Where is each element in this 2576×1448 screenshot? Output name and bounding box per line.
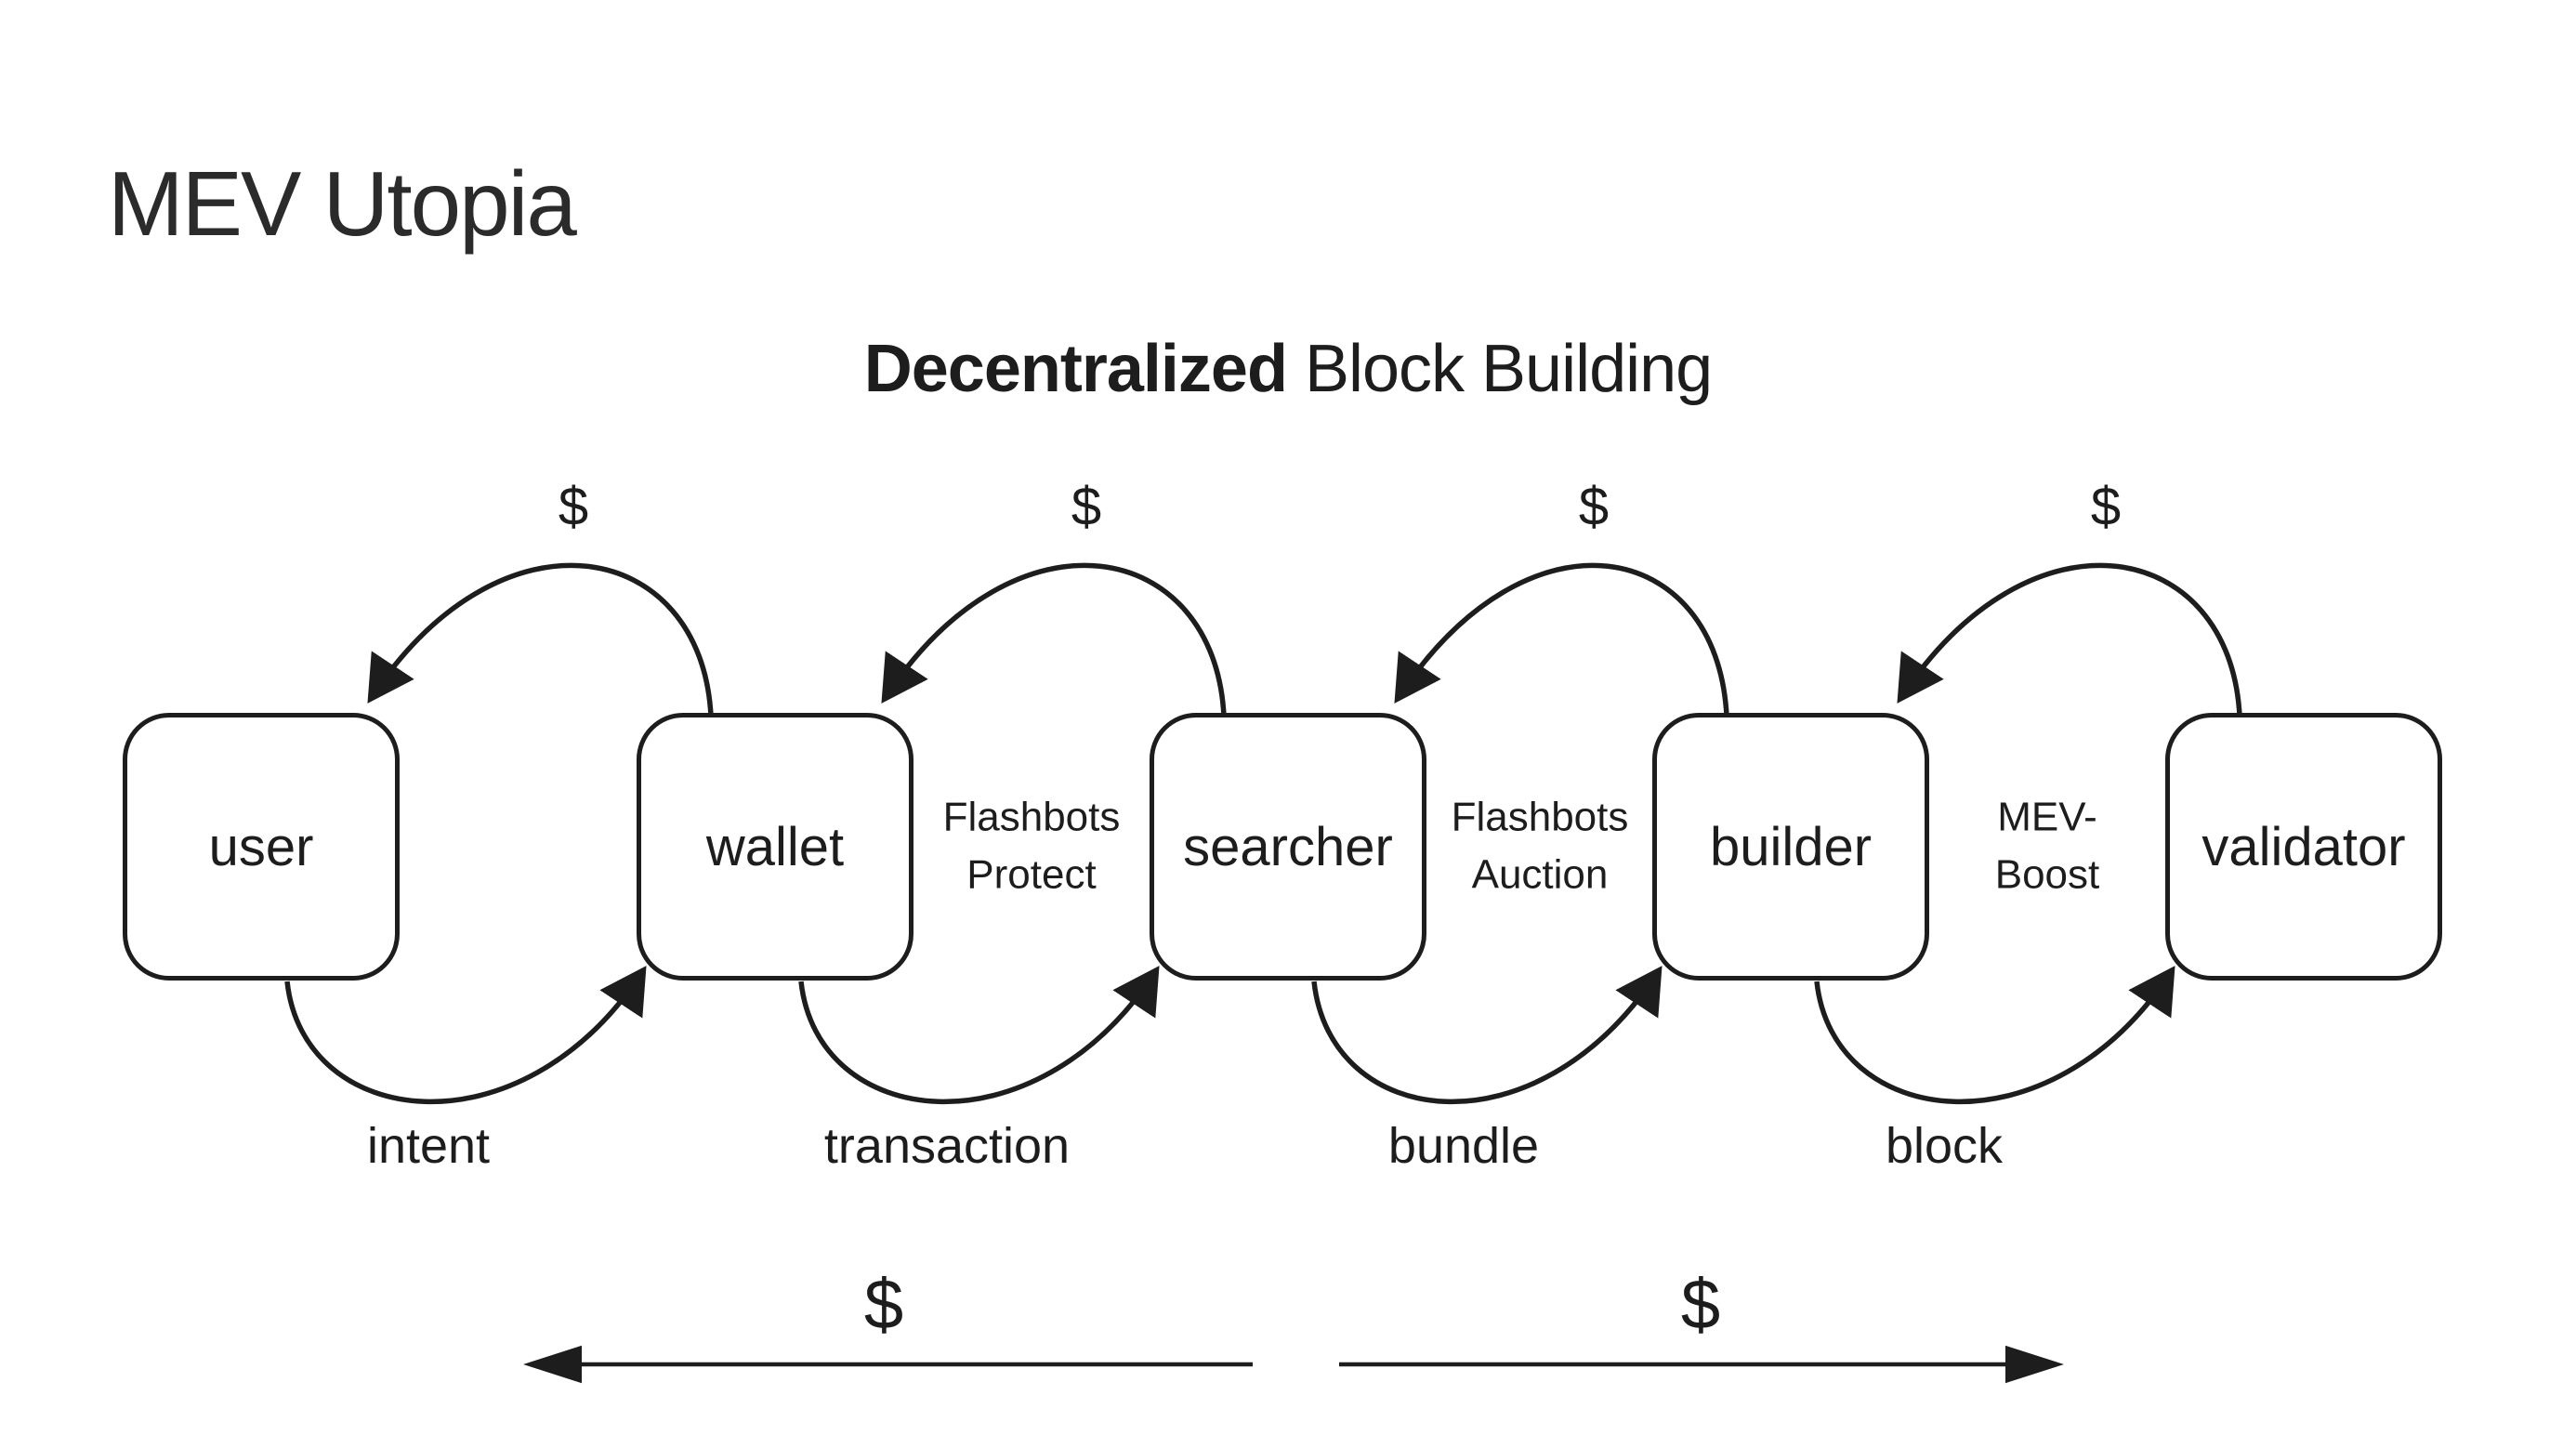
connector-label-line2: Boost xyxy=(1994,852,2100,898)
connector-label-line1: Flashbots xyxy=(942,794,1121,840)
flow-label-bundle: bundle xyxy=(1387,1118,1540,1174)
flow-label-transaction: transaction xyxy=(823,1118,1071,1174)
bottom-dollar-right: $ xyxy=(1680,1265,1721,1345)
flow-label-block: block xyxy=(1885,1118,2004,1174)
connector-label-line1: Flashbots xyxy=(1451,794,1629,840)
connector-label-flashbots-auction: Flashbots Auction xyxy=(1452,789,1629,905)
bottom-arc-intent xyxy=(284,966,647,1104)
node-searcher: searcher xyxy=(1150,713,1426,981)
top-dollar-label: $ xyxy=(1071,476,1102,537)
connector-label-line2: Auction xyxy=(1471,852,1609,898)
node-builder-label: builder xyxy=(1709,816,1873,877)
subtitle-rest: Block Building xyxy=(1304,332,1713,406)
node-wallet-label: wallet xyxy=(705,816,845,877)
top-dollar-label: $ xyxy=(2090,476,2122,537)
node-user-label: user xyxy=(208,816,314,877)
page-title: MEV Utopia xyxy=(108,152,577,255)
top-dollar-label: $ xyxy=(558,476,589,537)
node-user: user xyxy=(123,713,400,981)
node-validator-label: validator xyxy=(2201,816,2406,877)
bottom-arc-transaction xyxy=(798,966,1160,1104)
subtitle-emphasis: Decentralized xyxy=(863,332,1288,406)
connector-label-line1: MEV- xyxy=(1997,794,2097,840)
connector-label-mev-boost: MEV- Boost xyxy=(1995,789,2100,905)
node-validator: validator xyxy=(2165,713,2442,981)
top-arc-searcher-to-wallet xyxy=(881,562,1227,717)
diagram-subtitle: Decentralized Block Building xyxy=(0,331,2576,407)
node-builder: builder xyxy=(1652,713,1929,981)
top-dollar-label: $ xyxy=(1578,476,1610,537)
node-searcher-label: searcher xyxy=(1183,816,1393,877)
node-wallet: wallet xyxy=(637,713,913,981)
bottom-dollar-left: $ xyxy=(863,1265,904,1345)
connector-label-flashbots-protect: Flashbots Protect xyxy=(943,789,1121,905)
connector-label-line2: Protect xyxy=(966,852,1097,898)
top-arc-validator-to-builder xyxy=(1897,562,2242,717)
bottom-arc-block xyxy=(1814,966,2175,1104)
bottom-arc-bundle xyxy=(1311,966,1663,1105)
flow-label-intent: intent xyxy=(366,1118,491,1174)
top-arc-wallet-to-user xyxy=(367,562,714,717)
top-arc-builder-to-searcher xyxy=(1394,562,1729,717)
